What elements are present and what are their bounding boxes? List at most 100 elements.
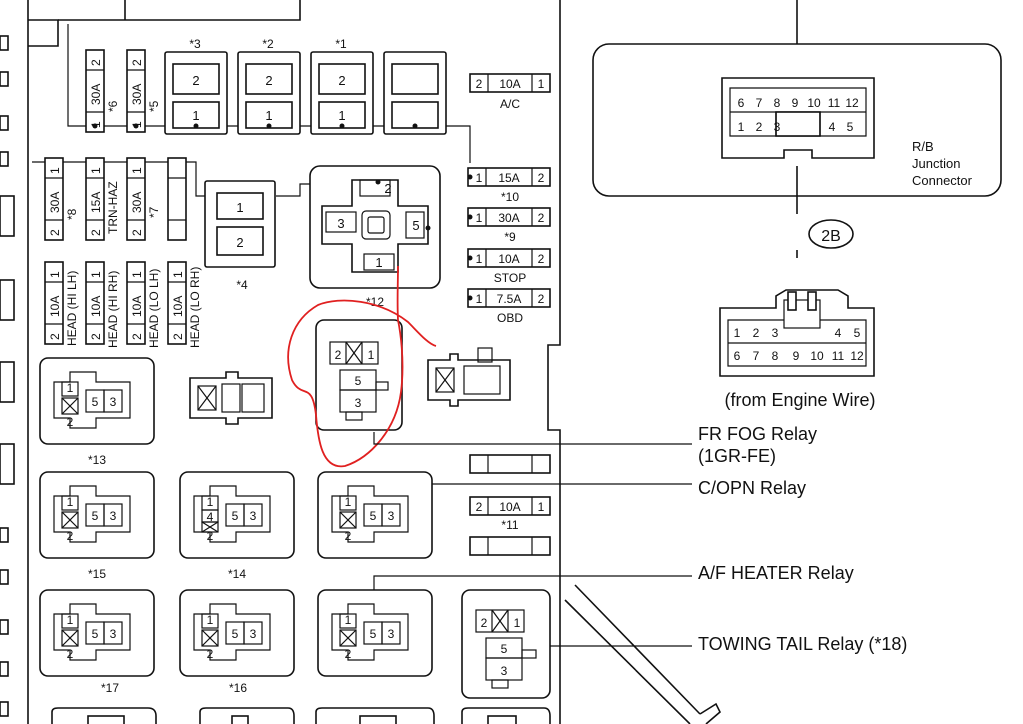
relay-pin: 1: [207, 495, 214, 509]
pin-label: 9: [792, 96, 799, 110]
fuse-pin-label: 2: [171, 333, 185, 340]
head-fuse-lo-rh[interactable]: 1 10A 2 HEAD (LO RH): [167, 261, 202, 348]
relay-id: *12: [366, 295, 384, 309]
relay-pin: 3: [110, 627, 117, 641]
pin-label: 12: [850, 349, 864, 363]
fuse-pin-label: 2: [48, 333, 62, 340]
engine-top-row: 1 2 3 4 5: [734, 326, 861, 340]
fuse-11[interactable]: 2 10A 1 *11: [469, 496, 551, 532]
vertical-fuse-5[interactable]: 2 30A 1 *5: [126, 49, 161, 133]
relay-3[interactable]: *3 2 1: [164, 37, 228, 135]
fuse-obd[interactable]: 1 7.5A 2 OBD: [467, 288, 551, 325]
fuse-pin-label: 1: [130, 271, 144, 278]
head-fuse-hi-rh[interactable]: 1 10A 2 HEAD (HI RH): [85, 261, 120, 348]
relay-pin: 2: [345, 647, 352, 661]
relay-13[interactable]: 1 2 5 3 *13: [39, 357, 155, 467]
relay-16[interactable]: 1 2 5 3 *16: [179, 589, 295, 695]
fuse-pin-label: 2: [130, 229, 144, 236]
callout-labels: FR FOG Relay (1GR-FE) C/OPN Relay A/F HE…: [698, 424, 907, 654]
relay-blank[interactable]: [383, 51, 447, 135]
relay-id: *16: [229, 681, 247, 695]
relay-14[interactable]: 1 4 2 5 3 *14: [179, 471, 295, 581]
rb-label: R/B: [912, 139, 934, 154]
relay-pin: 3: [355, 396, 362, 410]
fuse-slot-empty-2[interactable]: [469, 536, 551, 556]
head-fuse-lo-lh[interactable]: 1 10A 2 HEAD (LO LH): [126, 261, 161, 348]
copn-relay[interactable]: 1 2 5 3: [317, 471, 433, 559]
fuse-rating: 15A: [89, 192, 103, 213]
relay-15[interactable]: 1 2 5 3 *15: [39, 471, 155, 581]
relay-pin: 2: [67, 415, 74, 429]
rb-label: Connector: [912, 173, 973, 188]
vertical-fuse-8[interactable]: 1 30A 2 *8: [44, 157, 79, 241]
blank-fuse-slot[interactable]: [167, 157, 187, 241]
fuse-name: OBD: [497, 311, 523, 325]
relay-4[interactable]: 1 2 *4: [204, 180, 276, 292]
connector-plug-right[interactable]: [427, 347, 511, 407]
relay-pin: 2: [481, 616, 488, 630]
fuse-pin-label: 1: [538, 500, 545, 514]
panel-outline: [0, 0, 561, 724]
fuse-pin-label: 1: [476, 171, 483, 185]
relay-pin: 5: [232, 627, 239, 641]
relay-pin: 5: [501, 642, 508, 656]
fuse-pin-label: 2: [538, 252, 545, 266]
relay-id: *13: [88, 453, 106, 467]
fuse-name: *11: [501, 518, 518, 532]
relay-1[interactable]: *1 2 1: [310, 37, 374, 135]
relay-pin: 5: [92, 509, 99, 523]
fuse-rating: 7.5A: [497, 292, 522, 306]
fuse-stop[interactable]: 1 10A 2 STOP: [467, 248, 551, 285]
relay-pin: 1: [236, 200, 243, 215]
pin-label: 4: [829, 120, 836, 134]
fuse-pin-label: 2: [130, 333, 144, 340]
fuse-slot-empty-1[interactable]: [469, 454, 551, 474]
vertical-fuse-trn-haz[interactable]: 1 15A 2 TRN-HAZ: [85, 157, 120, 241]
pin-label: 3: [774, 120, 781, 134]
relay-pin: 1: [514, 616, 521, 630]
relay-17[interactable]: 1 2 5 3 *17: [39, 589, 155, 695]
connector-plug-left[interactable]: [189, 371, 273, 425]
rb-top-row: 6 7 8 9 10 11 12: [738, 96, 859, 110]
head-fuse-hi-lh[interactable]: 1 10A 2 HEAD (HI LH): [44, 261, 79, 346]
fuse-id: *6: [106, 100, 120, 112]
relay-pin: 2: [236, 235, 243, 250]
fuse-pin-label: 2: [89, 229, 103, 236]
fuse-9[interactable]: 1 30A 2 *9: [467, 207, 551, 244]
pin-label: 1: [734, 326, 741, 340]
relay-id: *14: [228, 567, 246, 581]
rb-junction-connector[interactable]: 6 7 8 9 10 11 12 1 2 3 4 5 R/B Junction …: [592, 0, 1002, 258]
relay-pin: 2: [207, 647, 214, 661]
vertical-fuse-6[interactable]: 2 30A 1 *6: [85, 49, 120, 133]
relay-pin: 2: [265, 73, 272, 88]
pin-label: 2: [756, 120, 763, 134]
fuse-10[interactable]: 1 15A 2 *10: [467, 167, 551, 204]
relay-pin: 5: [355, 374, 362, 388]
fuse-name: *9: [504, 230, 516, 244]
fuse-ac[interactable]: 2 10A 1 A/C: [469, 73, 551, 111]
relay-pin: 1: [67, 495, 74, 509]
fuse-pin-label: 2: [130, 59, 144, 66]
fuse-name: HEAD (LO RH): [188, 267, 202, 348]
relay-12[interactable]: 2 3 5 1 *12: [309, 165, 441, 309]
red-annotation-circle: [287, 265, 437, 468]
relay-2[interactable]: *2 2 1: [237, 37, 301, 135]
engine-wire-connector[interactable]: 1 2 3 4 5 6 7 8 9 10 11 12 (from Engine …: [719, 289, 876, 410]
relay-pin: 2: [335, 348, 342, 362]
fuse-id: TRN-HAZ: [106, 181, 120, 234]
vertical-fuse-7[interactable]: 1 30A 2 *7: [126, 157, 161, 241]
relay-id: *2: [262, 37, 274, 51]
relay-pin: 1: [345, 613, 352, 627]
towing-tail-relay[interactable]: 2 1 5 3: [461, 589, 551, 699]
fuse-id: *8: [65, 208, 79, 220]
fr-fog-relay[interactable]: 2 1 5 3: [315, 319, 403, 431]
af-heater-relay[interactable]: 1 2 5 3: [317, 589, 433, 677]
fuse-rating: 10A: [499, 500, 520, 514]
bottom-clipped-relays: [51, 584, 721, 724]
fuse-rating: 10A: [499, 77, 520, 91]
relay-pin: 3: [337, 216, 344, 231]
fuse-rating: 15A: [498, 171, 519, 185]
pin-label: 8: [774, 96, 781, 110]
fuse-rating: 30A: [89, 84, 103, 105]
fuse-pin-label: 1: [130, 167, 144, 174]
